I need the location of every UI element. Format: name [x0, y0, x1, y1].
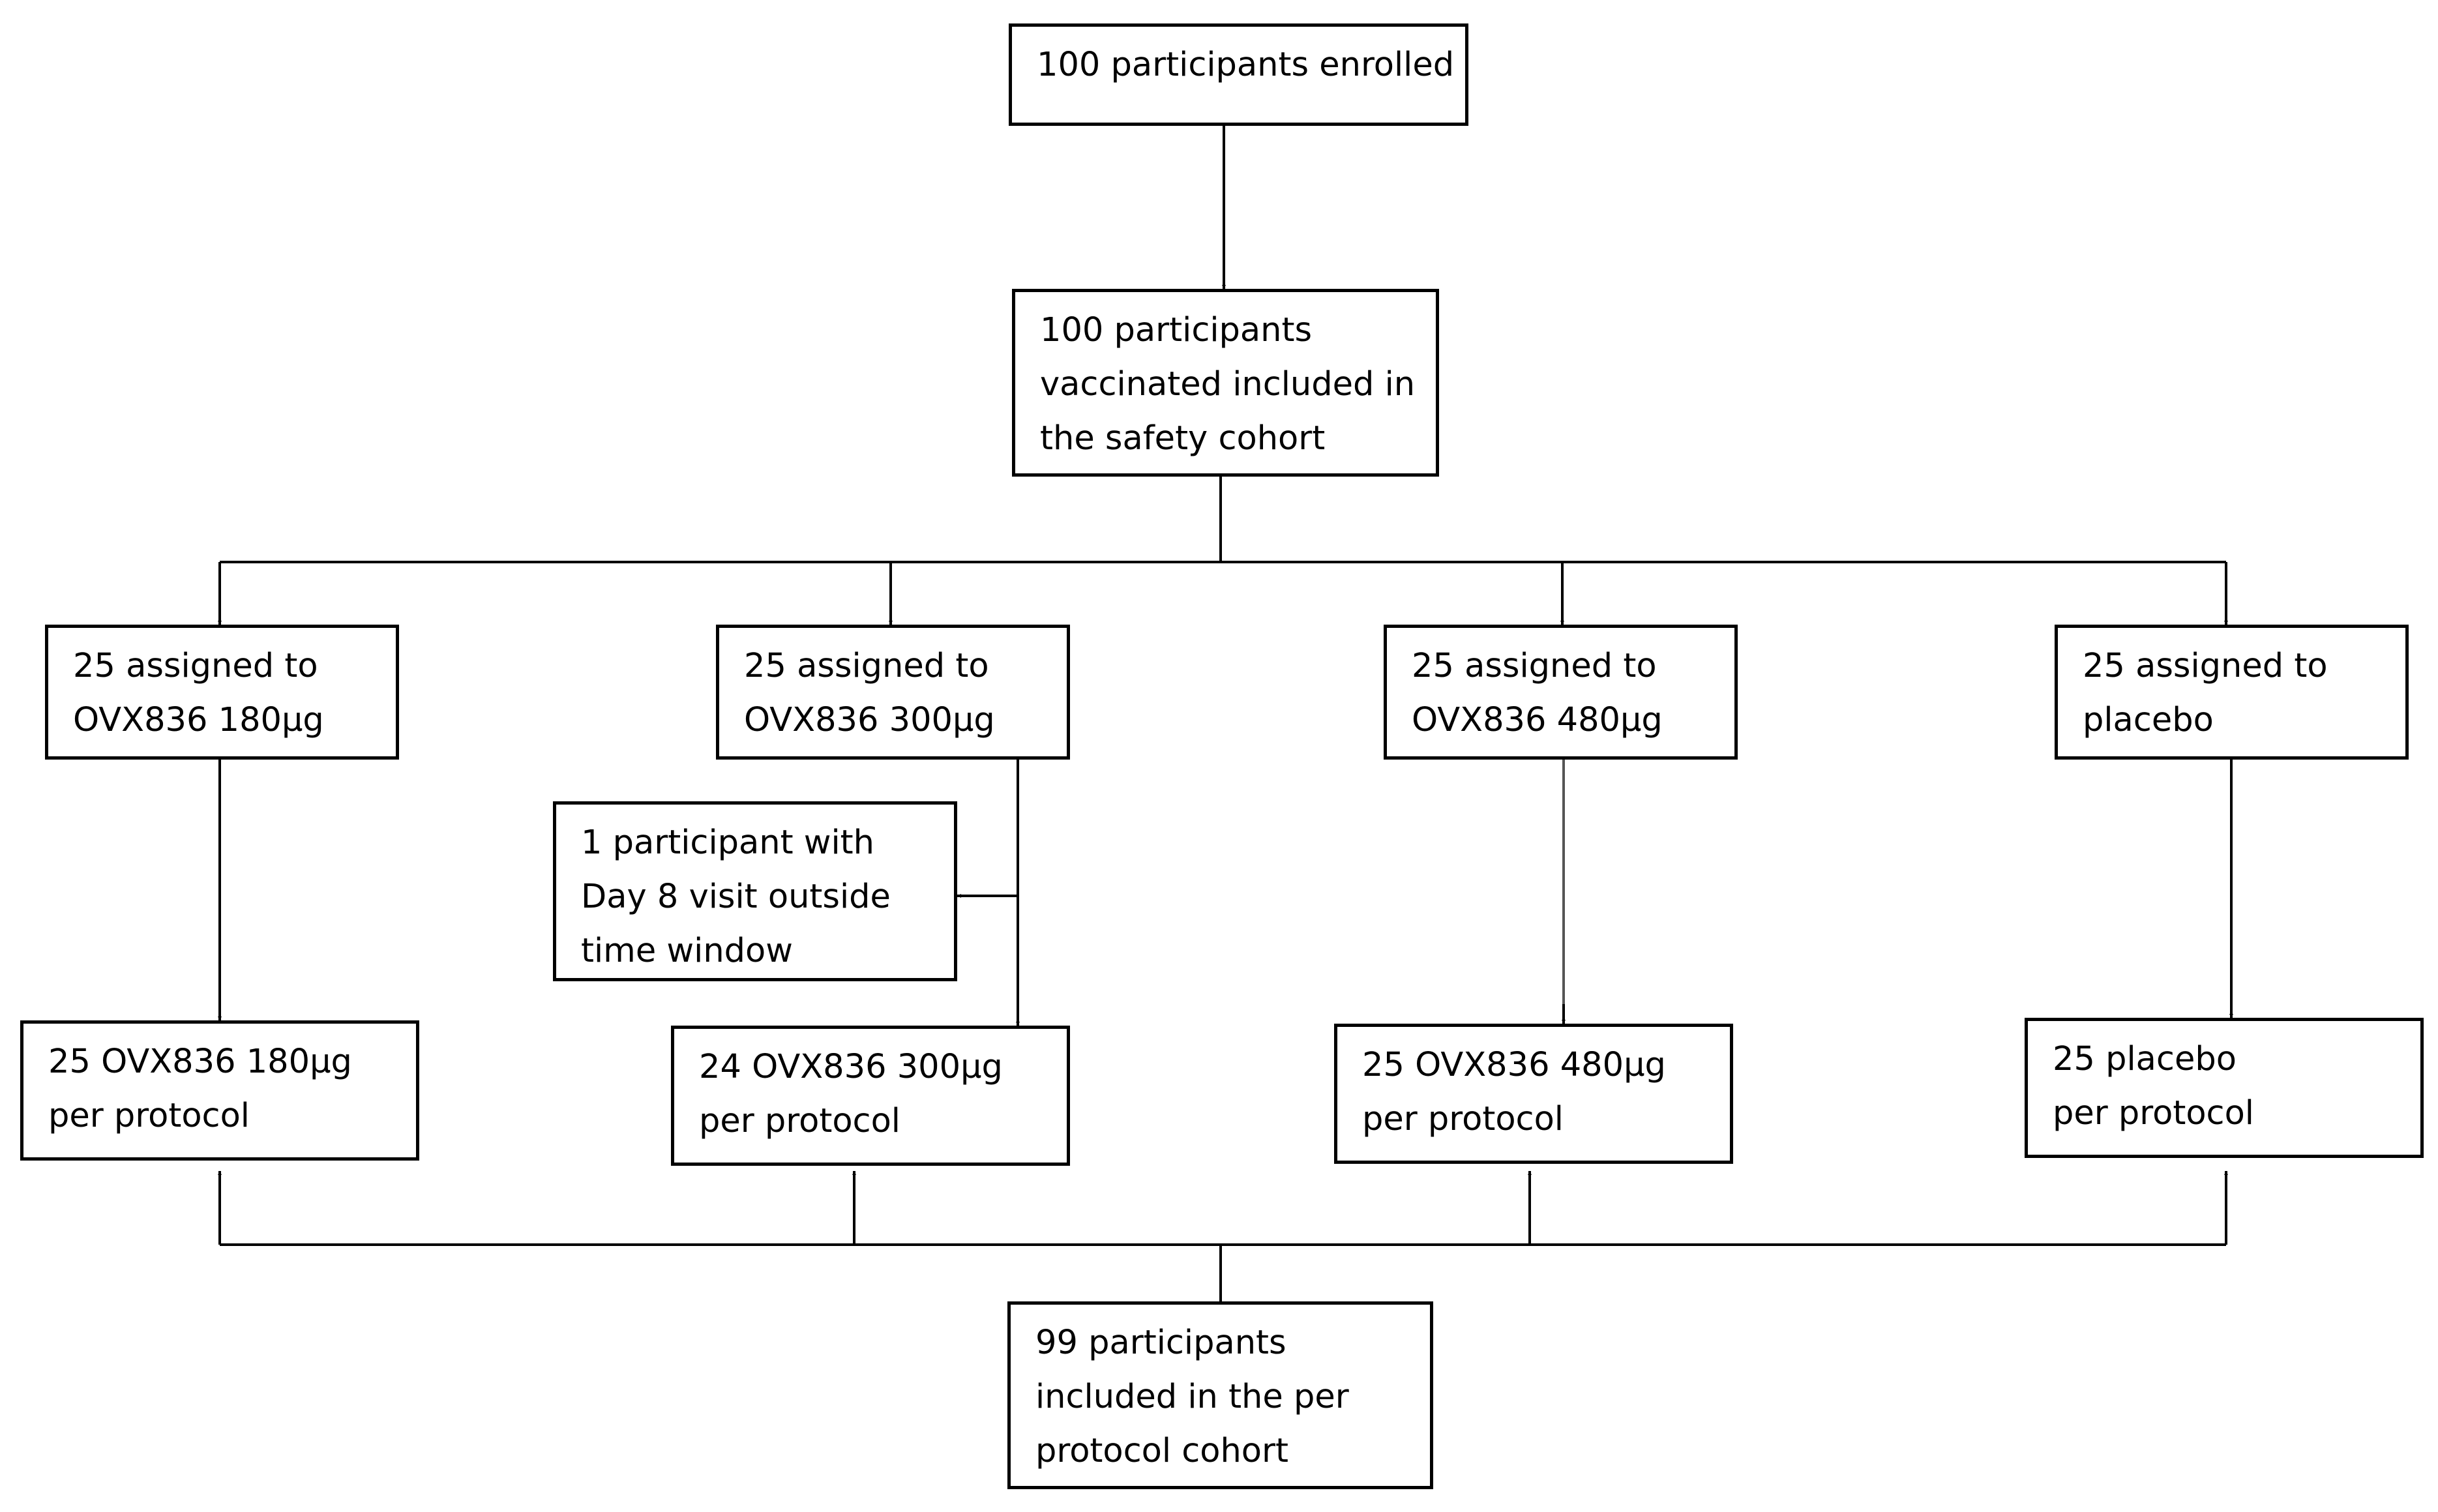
- arm-180-per-protocol-line-1: 25 OVX836 180µg: [48, 1043, 352, 1081]
- arm-placebo-assigned-box: 25 assigned to placebo: [2055, 625, 2409, 760]
- safety-cohort-box: 100 participants vaccinated included in …: [1012, 289, 1439, 477]
- arm-placebo-per-protocol-line-2: per protocol: [2053, 1094, 2254, 1133]
- arm-300-assigned-line-2: OVX836 300µg: [744, 701, 995, 739]
- safety-cohort-line-2: vaccinated included in: [1040, 365, 1416, 404]
- arm-480-assigned-line-1: 25 assigned to: [1412, 647, 1657, 685]
- arm-placebo-per-protocol-line-1: 25 placebo: [2053, 1040, 2237, 1078]
- exclusion-line-2: Day 8 visit outside: [581, 878, 891, 916]
- exclusion-box: 1 participant with Day 8 visit outside t…: [553, 801, 957, 981]
- arm-180-per-protocol-line-2: per protocol: [48, 1097, 250, 1135]
- arm-480-per-protocol-box: 25 OVX836 480µg per protocol: [1334, 1024, 1733, 1164]
- exclusion-line-3: time window: [581, 932, 793, 970]
- safety-cohort-line-3: the safety cohort: [1040, 419, 1326, 458]
- safety-cohort-line-1: 100 participants: [1040, 311, 1313, 349]
- arm-180-assigned-line-2: OVX836 180µg: [73, 701, 324, 739]
- arm-300-assigned-line-1: 25 assigned to: [744, 647, 989, 685]
- exclusion-line-1: 1 participant with: [581, 823, 874, 862]
- arm-180-per-protocol-box: 25 OVX836 180µg per protocol: [20, 1020, 419, 1161]
- arm-480-assigned-box: 25 assigned to OVX836 480µg: [1384, 625, 1738, 760]
- arm-180-assigned-line-1: 25 assigned to: [73, 647, 318, 685]
- arm-300-per-protocol-line-2: per protocol: [699, 1102, 900, 1140]
- per-protocol-cohort-box: 99 participants included in the per prot…: [1007, 1301, 1433, 1489]
- enrolled-box: 100 participants enrolled: [1009, 23, 1468, 126]
- arm-placebo-per-protocol-box: 25 placebo per protocol: [2025, 1018, 2424, 1158]
- per-protocol-cohort-line-1: 99 participants: [1035, 1324, 1286, 1362]
- per-protocol-cohort-line-2: included in the per: [1035, 1378, 1349, 1416]
- arm-480-per-protocol-line-1: 25 OVX836 480µg: [1362, 1046, 1666, 1084]
- arm-300-assigned-box: 25 assigned to OVX836 300µg: [716, 625, 1070, 760]
- arm-480-assigned-line-2: OVX836 480µg: [1412, 701, 1663, 739]
- arm-180-assigned-box: 25 assigned to OVX836 180µg: [45, 625, 399, 760]
- enrolled-text: 100 participants enrolled: [1037, 46, 1455, 84]
- arm-480-per-protocol-line-2: per protocol: [1362, 1100, 1564, 1138]
- per-protocol-cohort-line-3: protocol cohort: [1035, 1432, 1288, 1470]
- arm-300-per-protocol-line-1: 24 OVX836 300µg: [699, 1048, 1003, 1086]
- arm-placebo-assigned-line-1: 25 assigned to: [2083, 647, 2328, 685]
- arm-300-per-protocol-box: 24 OVX836 300µg per protocol: [671, 1026, 1070, 1166]
- arm-placebo-assigned-line-2: placebo: [2083, 701, 2214, 739]
